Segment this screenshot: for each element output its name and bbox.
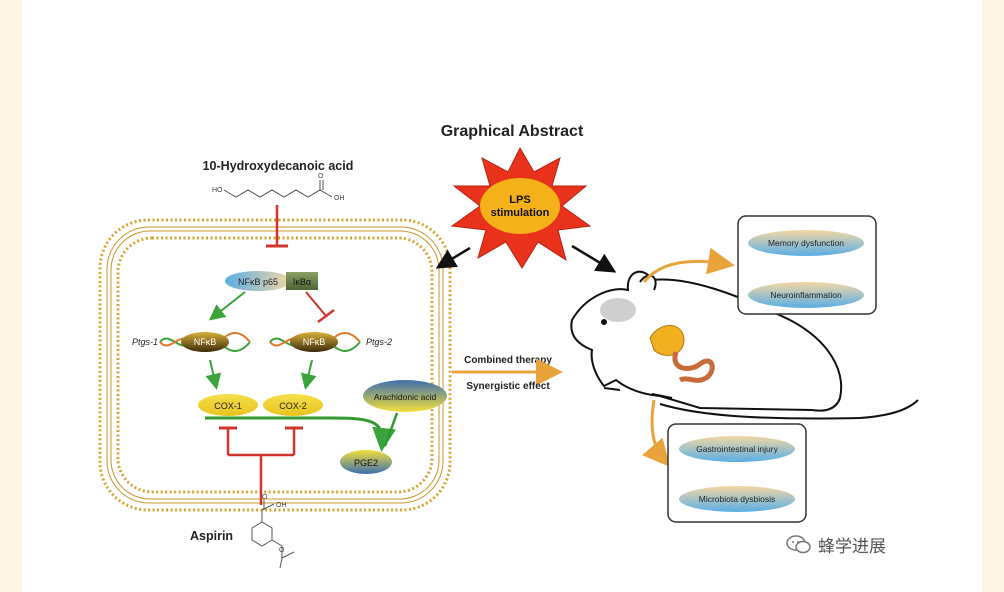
- activate-arrow-left: [208, 291, 246, 321]
- arachidonic-label: Arachidonic acid: [374, 392, 437, 402]
- therapy-label-line2: Synergistic effect: [466, 381, 550, 392]
- outcome-microbiota-label: Microbiota dysbiosis: [699, 494, 776, 504]
- mouse-intestine: [672, 351, 715, 383]
- compound-10hda-oh: OH: [334, 195, 345, 202]
- compound-aspirin-label: Aspirin: [190, 529, 233, 543]
- cox1-node: [198, 394, 258, 416]
- activate-arrow-cox1: [205, 359, 222, 390]
- compound-10hda-label: 10-Hydroxydecanoic acid: [203, 159, 354, 173]
- mouse-brain: [600, 298, 636, 322]
- arachidonic-node: [363, 380, 447, 412]
- mouse-stomach: [649, 325, 685, 356]
- ikba-node: [286, 272, 318, 290]
- compound-aspirin-o1: O: [262, 494, 268, 501]
- nfkb-p65-label: NFκB p65: [238, 277, 278, 287]
- outcome-neuro-label: Neuroinflammation: [770, 290, 842, 300]
- outcome-pill-memory: [748, 230, 864, 256]
- mouse-arrow-top: [642, 247, 735, 283]
- nfkb-p65-node: [225, 271, 291, 291]
- lps-label-line2: stimulation: [491, 207, 550, 219]
- outcome-pill-gi: [679, 436, 795, 462]
- outcome-gi-label: Gastrointestinal injury: [696, 444, 778, 454]
- inhibit-line-right: [305, 291, 327, 317]
- compound-aspirin-structure: [251, 500, 295, 569]
- arachidonic-to-pge2-arrow: [383, 412, 399, 447]
- pge2-node: [340, 450, 392, 474]
- mouse-illustration: [570, 270, 919, 420]
- cox2-label: COX-2: [279, 401, 307, 411]
- compound-aspirin-oh: OH: [276, 502, 287, 509]
- nfkb-left-node: [181, 332, 229, 352]
- lps-arrow-mouse: [571, 244, 617, 273]
- lps-label-line1: LPS: [509, 194, 530, 206]
- wechat-icon: [786, 534, 811, 553]
- nfkb-left-label: NFκB: [194, 337, 217, 347]
- outcome-pill-neuro: [748, 282, 864, 308]
- inhibit-bar-right: [317, 309, 335, 323]
- outcome-pill-microbiota: [679, 486, 795, 512]
- nfkb-right-node: [290, 332, 338, 352]
- nfkb-right-label: NFκB: [303, 337, 326, 347]
- compound-aspirin-o2: O: [279, 547, 285, 554]
- compound-10hda-structure: [223, 180, 333, 198]
- cox-to-pge2-arrow: [205, 416, 396, 452]
- activate-arrow-cox2: [300, 359, 317, 390]
- therapy-label-line1: Combined therapy: [464, 355, 552, 366]
- lps-arrow-cell: [435, 246, 471, 269]
- cox2-node: [263, 394, 323, 416]
- gene-left-label: Ptgs-1: [132, 337, 158, 347]
- cell-membrane: [98, 218, 452, 512]
- lps-burst-core: [480, 178, 560, 234]
- aspirin-inhibit-lines: [219, 426, 303, 505]
- ikba-label: IκBα: [293, 277, 311, 287]
- pge2-label: PGE2: [354, 458, 378, 468]
- title: Graphical Abstract: [441, 123, 584, 140]
- compound-10hda-o: O: [318, 173, 324, 180]
- cox1-label: COX-1: [214, 401, 242, 411]
- gene-right-label: Ptgs-2: [366, 337, 392, 347]
- mouse-arrow-bottom: [642, 399, 670, 467]
- watermark-text: 蜂学进展: [818, 537, 886, 557]
- compound-10hda-ho: HO: [212, 187, 223, 194]
- mouse-eye: [601, 319, 607, 325]
- watermark: 蜂学进展: [786, 532, 886, 557]
- outcome-memory-label: Memory dysfunction: [768, 238, 844, 248]
